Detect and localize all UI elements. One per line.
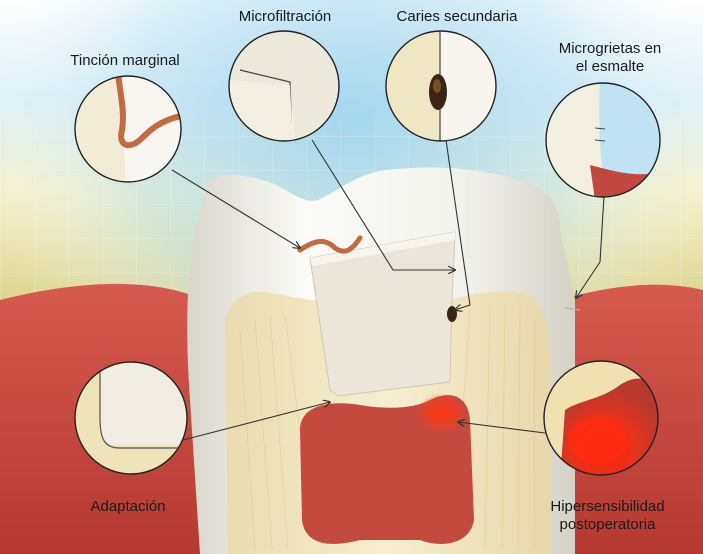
label-hipersensibilidad: Hipersensibilidad postoperatoria [525,498,690,534]
label-tincion-marginal: Tinción marginal [45,52,205,70]
label-hipersensibilidad-line2: postoperatoria [525,516,690,534]
label-microgrietas-line1: Microgrietas en [535,40,685,58]
label-tincion-text: Tinción marginal [45,52,205,70]
label-adaptacion-text: Adaptación [63,498,193,516]
label-microgrietas: Microgrietas en el esmalte [535,40,685,76]
label-microfiltracion: Microfiltración [215,8,355,26]
label-microgrietas-line2: el esmalte [535,58,685,76]
label-hipersensibilidad-line1: Hipersensibilidad [525,498,690,516]
label-caries-secundaria: Caries secundaria [372,8,542,26]
secondary-caries-spot [447,306,457,322]
label-caries-text: Caries secundaria [372,8,542,26]
label-adaptacion: Adaptación [63,498,193,516]
pulp-inflammation [416,393,468,433]
label-microfiltracion-text: Microfiltración [215,8,355,26]
